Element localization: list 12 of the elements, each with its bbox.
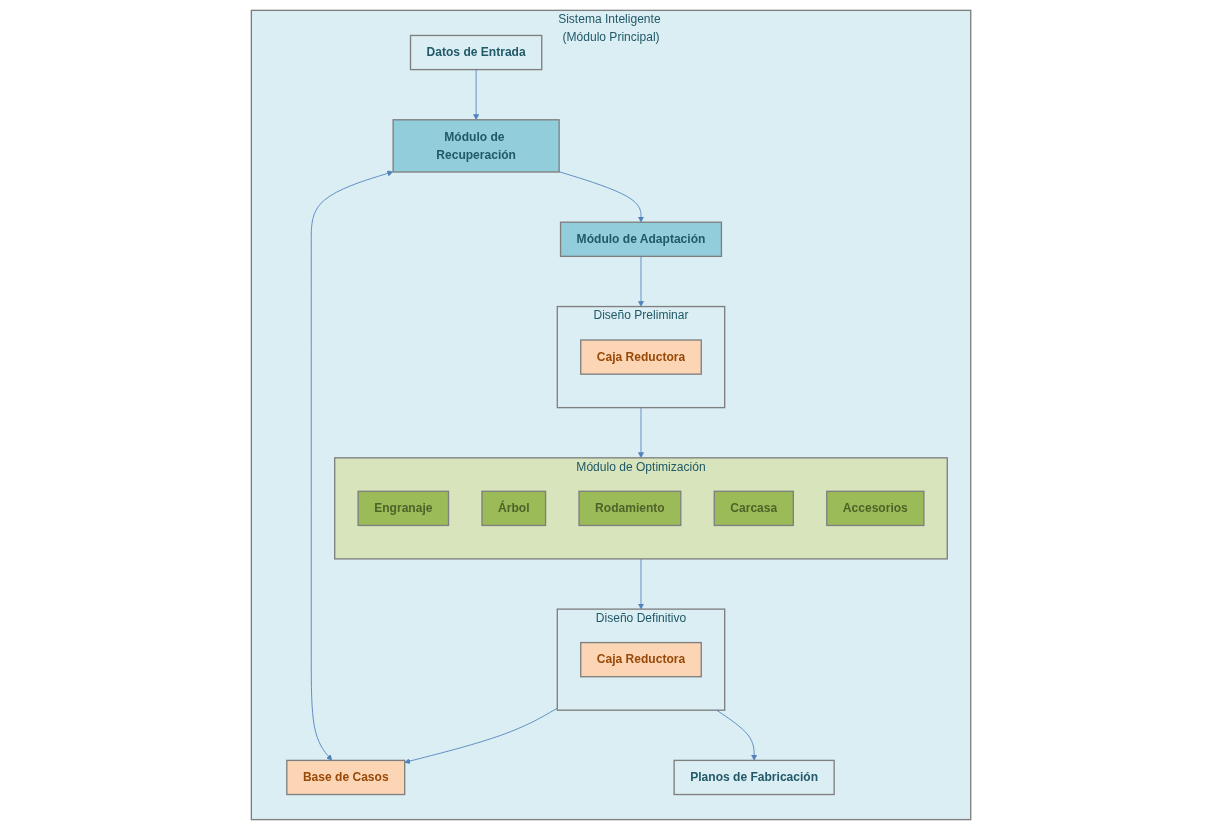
node-box: Engranaje: [357, 490, 450, 527]
node-box: Módulo de Adaptación: [560, 221, 723, 258]
node-box: Rodamiento: [578, 490, 682, 527]
node-box: Caja Reductora: [580, 339, 703, 375]
node-box: Planos de Fabricación: [673, 759, 836, 796]
node-box: Base de Casos: [286, 759, 406, 796]
node-box: Carcasa: [714, 490, 795, 527]
node-box: Accesorios: [826, 490, 925, 527]
node-box: Caja Reductora: [580, 641, 703, 678]
node-box: Árbol: [481, 490, 547, 527]
node-box: Módulo de Recuperación: [392, 119, 561, 173]
node-box: Datos de Entrada: [410, 34, 543, 71]
